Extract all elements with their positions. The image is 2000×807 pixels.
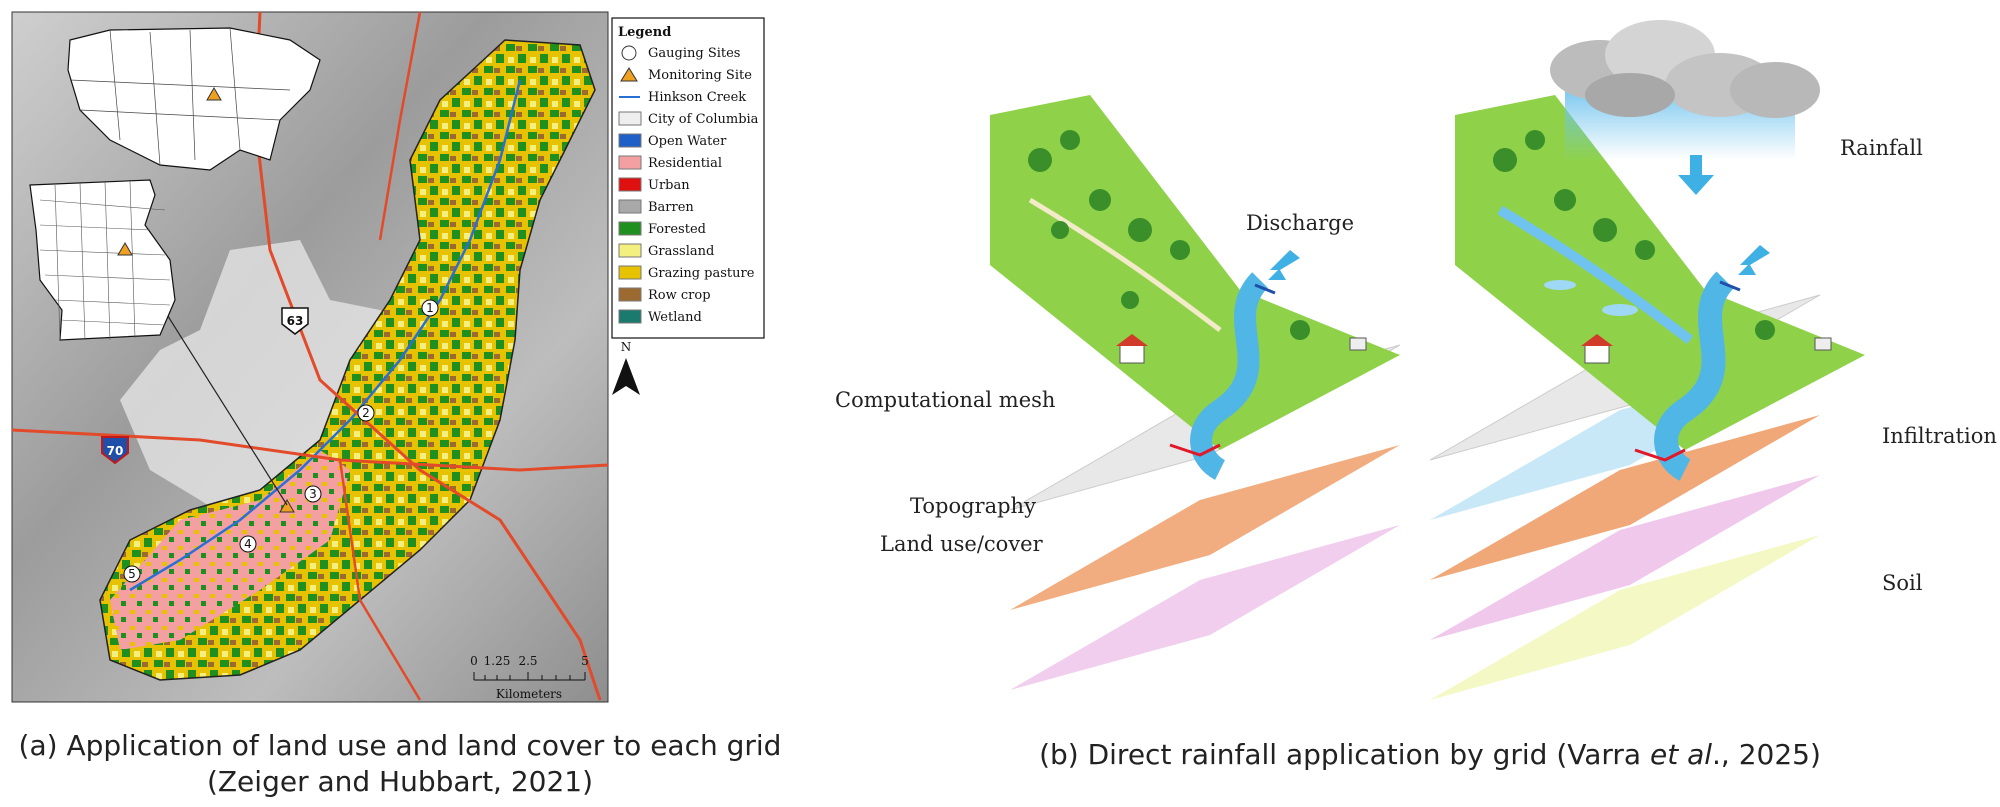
svg-text:1.25: 1.25 — [484, 654, 511, 668]
legend-item-label: Hinkson Creek — [648, 90, 746, 105]
caption-panel-b: (b) Direct rainfall application by grid … — [860, 737, 2000, 773]
label-soil: Soil — [1882, 571, 1923, 595]
label-computational-mesh: Computational mesh — [835, 388, 1055, 412]
legend-swatch — [618, 221, 642, 236]
highway-70-label: 70 — [107, 444, 124, 458]
highway-63-shield: 63 — [281, 307, 309, 335]
legend-swatch — [618, 309, 642, 324]
legend-title: Legend — [618, 25, 671, 40]
legend-swatch — [618, 155, 642, 170]
legend-item-label: Grazing pasture — [648, 266, 755, 281]
legend-swatch — [620, 67, 638, 82]
gauging-site-5: 5 — [123, 565, 141, 583]
label-rainfall: Rainfall — [1840, 136, 1923, 160]
svg-text:3: 3 — [309, 487, 317, 501]
legend-item-label: City of Columbia — [648, 112, 759, 127]
terrain-block-left — [990, 95, 1400, 480]
rain-cloud — [1550, 20, 1820, 160]
gauging-site-1: 1 — [421, 299, 439, 317]
usa-inset-map — [67, 27, 321, 171]
terrain-block-right — [1455, 95, 1865, 481]
label-topography: Topography — [910, 494, 1036, 518]
monitoring-site-marker — [279, 499, 295, 513]
scale-bar: 0 1.25 2.5 5 Kilometers — [470, 654, 589, 701]
legend-item-label: Wetland — [648, 310, 702, 325]
svg-text:Kilometers: Kilometers — [496, 687, 562, 701]
panel-a-land-use-map: 63 70 1 2 3 4 5 0 1.25 2.5 — [0, 0, 800, 807]
north-label: N — [621, 340, 632, 354]
legend-swatch — [618, 287, 642, 302]
rainfall-layers-svg: Discharge Computational mesh Topography … — [835, 20, 1997, 700]
svg-text:5: 5 — [581, 654, 589, 668]
caption-b-prefix: (b) Direct rainfall application by grid … — [1039, 738, 1650, 771]
legend-swatch — [618, 111, 642, 126]
missouri-inset-map — [29, 179, 176, 341]
highway-63-label: 63 — [287, 314, 304, 328]
legend-item-label: Barren — [648, 200, 694, 215]
svg-text:0: 0 — [470, 654, 478, 668]
gauging-site-2: 2 — [357, 404, 375, 422]
svg-text:4: 4 — [244, 537, 252, 551]
caption-b-suffix: ., 2025) — [1712, 738, 1821, 771]
legend-swatch — [621, 45, 637, 61]
legend-swatch — [618, 199, 642, 214]
caption-a-line1: (a) Application of land use and land cov… — [18, 729, 782, 762]
label-discharge: Discharge — [1246, 211, 1354, 235]
label-infiltration: Infiltration — [1882, 424, 1997, 448]
highway-70-shield: 70 — [101, 436, 129, 465]
legend-swatch — [618, 133, 642, 148]
legend-item-label: Grassland — [648, 244, 714, 259]
land-use-map-svg: 63 70 1 2 3 4 5 0 1.25 2.5 — [11, 11, 765, 703]
legend-swatch — [618, 265, 642, 280]
legend-item-label: Gauging Sites — [648, 46, 740, 61]
svg-text:2.5: 2.5 — [518, 654, 537, 668]
svg-text:5: 5 — [128, 567, 136, 581]
legend-item-label: Open Water — [648, 134, 727, 149]
rainfall-arrow — [1678, 155, 1714, 195]
legend-item-label: Monitoring Site — [648, 68, 752, 83]
gauging-site-4: 4 — [239, 535, 257, 553]
svg-text:2: 2 — [362, 406, 370, 420]
caption-a-line2: (Zeiger and Hubbart, 2021) — [206, 765, 594, 798]
panel-b-direct-rainfall-diagram: Discharge Computational mesh Topography … — [800, 0, 2000, 807]
legend-item-label: Residential — [648, 156, 722, 171]
legend-item-label: Row crop — [648, 288, 711, 303]
legend-item-label: Urban — [648, 178, 690, 193]
legend-swatch — [618, 243, 642, 258]
caption-b-italic: et al — [1649, 738, 1713, 771]
gauging-site-3: 3 — [304, 485, 322, 503]
legend-item-label: Forested — [648, 222, 706, 237]
caption-panel-a: (a) Application of land use and land cov… — [0, 728, 800, 800]
legend-swatch — [618, 177, 642, 192]
north-arrow: N — [612, 340, 640, 395]
label-land-use-cover: Land use/cover — [880, 532, 1044, 556]
svg-text:1: 1 — [426, 301, 434, 315]
